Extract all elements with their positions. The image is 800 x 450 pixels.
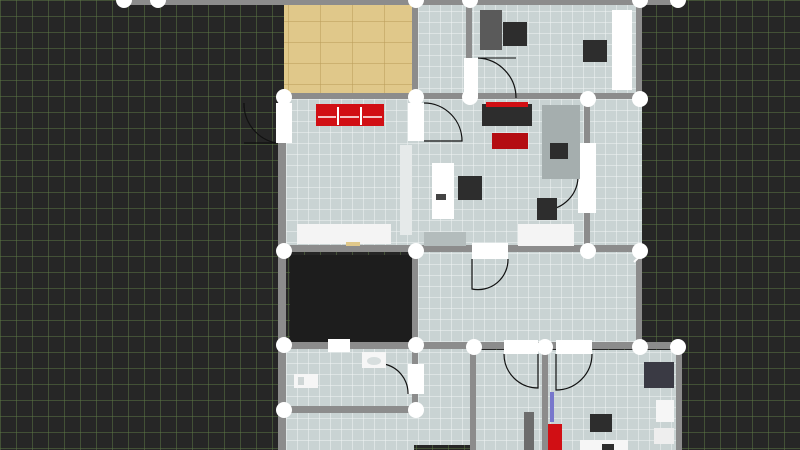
tv-cabinet[interactable]	[518, 224, 574, 246]
wall-dark-room-east[interactable]	[412, 252, 418, 412]
mirror[interactable]	[550, 392, 554, 422]
rug[interactable]	[542, 105, 580, 179]
wall-node[interactable]	[462, 0, 478, 8]
office-desk[interactable]	[480, 10, 527, 50]
bed[interactable]	[580, 440, 628, 450]
wall-node[interactable]	[632, 339, 648, 355]
wall-node[interactable]	[632, 0, 648, 8]
wall-node[interactable]	[408, 0, 424, 8]
door-living-west[interactable]	[243, 102, 292, 144]
dining-table[interactable]	[432, 163, 454, 219]
window-living[interactable]	[400, 145, 412, 235]
wall-west-living[interactable]	[278, 97, 286, 247]
window-bathroom[interactable]	[328, 339, 350, 352]
side-table[interactable]	[550, 143, 568, 159]
bedside-table[interactable]	[656, 400, 674, 422]
doors	[243, 57, 641, 395]
wall-node[interactable]	[116, 0, 132, 8]
red-armchair[interactable]	[492, 133, 528, 149]
wall-node[interactable]	[466, 339, 482, 355]
lower-room-floor[interactable]	[284, 410, 414, 450]
small-chair[interactable]	[537, 198, 557, 220]
wall-node[interactable]	[276, 243, 292, 259]
wall-top-left[interactable]	[124, 0, 414, 5]
door-bedroom[interactable]	[555, 340, 593, 391]
wall-hall-east[interactable]	[636, 252, 642, 346]
wall-node[interactable]	[670, 0, 686, 8]
storage-room-floor[interactable]	[284, 5, 414, 93]
toilet[interactable]	[294, 374, 318, 388]
door-bathroom[interactable]	[383, 363, 424, 395]
wall-node[interactable]	[670, 339, 686, 355]
wall-node[interactable]	[150, 0, 166, 8]
wall-node[interactable]	[276, 337, 292, 353]
floor-mat[interactable]	[424, 232, 466, 246]
door-closet[interactable]	[503, 340, 539, 389]
window-office[interactable]	[612, 10, 632, 90]
red-sofa[interactable]	[316, 104, 384, 126]
office-chair[interactable]	[458, 176, 482, 200]
long-cabinet[interactable]	[297, 224, 391, 246]
wall-node[interactable]	[276, 402, 292, 418]
red-cabinet[interactable]	[548, 424, 562, 450]
wall-node[interactable]	[408, 402, 424, 418]
black-desk[interactable]	[482, 102, 532, 126]
wall-node[interactable]	[632, 91, 648, 107]
door-hall-living[interactable]	[471, 243, 509, 291]
bedroom-chair[interactable]	[590, 414, 612, 432]
door-storage-hall[interactable]	[408, 102, 463, 142]
wall-closet-west[interactable]	[470, 346, 476, 450]
dark-room-floor[interactable]	[290, 255, 412, 342]
wall-top-right[interactable]	[414, 0, 680, 5]
wall-living-bottom[interactable]	[284, 245, 644, 252]
office-armchair[interactable]	[583, 40, 607, 62]
windows	[328, 10, 632, 352]
wall-lower-horizontal[interactable]	[284, 342, 680, 349]
wall-node[interactable]	[537, 339, 553, 355]
wall-office-west[interactable]	[466, 5, 472, 97]
wall-node[interactable]	[276, 89, 292, 105]
wall-node[interactable]	[408, 89, 424, 105]
hallway-floor-lower[interactable]	[414, 250, 642, 346]
wall-closet-east[interactable]	[542, 346, 548, 450]
wall-node[interactable]	[632, 243, 648, 259]
wash-basin[interactable]	[362, 352, 386, 368]
wall-node[interactable]	[462, 89, 478, 105]
wall-node[interactable]	[408, 337, 424, 353]
wall-bedroom-east[interactable]	[676, 346, 682, 450]
wall-node[interactable]	[408, 243, 424, 259]
wall-storage-east[interactable]	[412, 5, 418, 97]
wall-node[interactable]	[580, 91, 596, 107]
wall-node[interactable]	[580, 243, 596, 259]
door-office[interactable]	[464, 57, 517, 99]
bedroom-shelf[interactable]	[654, 428, 674, 444]
wall-office-east[interactable]	[636, 5, 642, 97]
wall-bathroom-bottom[interactable]	[284, 406, 420, 413]
wardrobe[interactable]	[644, 362, 674, 388]
wall-nodes	[116, 0, 686, 418]
closet-shelf[interactable]	[524, 412, 534, 450]
